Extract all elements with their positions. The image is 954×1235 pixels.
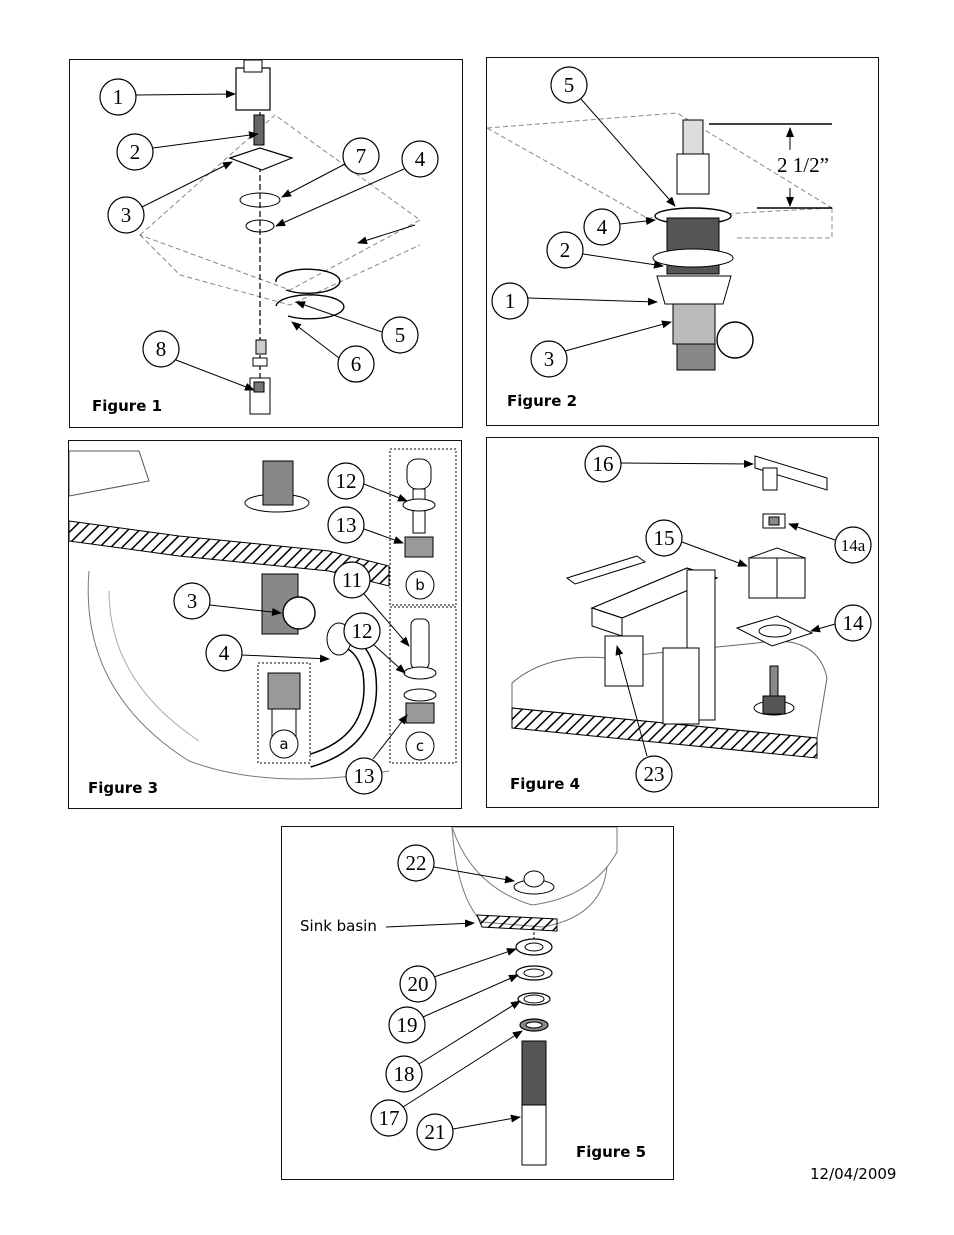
callout-12-c: 12 [343,612,406,674]
figure-2-diagram: 2 1/2” 5 4 2 1 3 [487,66,834,378]
callout-13-c: 13 [345,714,408,795]
callout-3: 3 [530,320,672,378]
callout-15: 15 [645,519,748,567]
inset-c-tag: c [405,731,435,761]
callout-3-label: 3 [544,347,555,371]
dimension-label: 2 1/2” [777,153,829,177]
callout-2: 2 [116,131,259,171]
callout-12-b-label: 12 [336,469,357,493]
callout-7-label: 7 [356,144,367,168]
callout-5: 5 [295,301,419,354]
inset-a-label: a [279,735,288,753]
callout-18: 18 [385,1000,521,1093]
callout-4: 4 [583,208,656,246]
document-date: 12/04/2009 [810,1165,897,1183]
figure-3-label: Figure 3 [88,779,159,797]
callout-5-label: 5 [564,73,575,97]
figure-3-diagram: a b c 12 13 [69,448,457,795]
figure-1-panel: 1 2 3 7 4 5 6 [69,59,463,428]
callout-16: 16 [584,445,754,483]
callout-14: 14 [810,604,872,642]
callout-11-label: 11 [342,568,362,592]
callout-11: 11 [333,561,410,647]
inset-b-tag: b [405,570,435,600]
figure-2-label: Figure 2 [507,392,578,410]
callout-18-label: 18 [394,1062,415,1086]
callout-4-label: 4 [597,215,608,239]
callout-17: 17 [370,1030,523,1137]
callout-13-b-label: 13 [336,513,357,537]
figure-4-panel: 16 14a 15 14 23 Figure 4 [486,437,879,808]
callout-6-label: 6 [351,352,362,376]
figure-5-label: Figure 5 [576,1143,647,1161]
callout-23: 23 [615,645,673,793]
callout-1-label: 1 [113,85,124,109]
callout-4-label: 4 [219,641,230,665]
callout-5: 5 [550,66,676,207]
sink-basin-label: Sink basin [300,917,377,935]
callout-20: 20 [399,948,517,1003]
callout-3-label: 3 [187,589,198,613]
callout-14a: 14a [788,523,872,564]
callout-19-label: 19 [397,1013,418,1037]
callout-14a-label: 14a [841,536,866,555]
figure-2-panel: 2 1/2” 5 4 2 1 3 Figure 2 [486,57,879,426]
callout-22-label: 22 [406,851,427,875]
callout-3: 3 [107,161,233,234]
callout-3: 3 [173,582,282,620]
inset-a-tag: a [269,729,299,759]
callout-19: 19 [388,974,519,1044]
figure-5-diagram: 22 20 19 18 17 21 [370,827,618,1166]
callout-17-label: 17 [379,1106,400,1130]
callout-12-b: 12 [327,462,408,502]
figure-4-label: Figure 4 [510,775,581,793]
callout-5-label: 5 [395,323,406,347]
callout-8: 8 [142,330,255,391]
figure-1-diagram: 1 2 3 7 4 5 6 [99,60,439,415]
callout-6: 6 [291,321,375,383]
callout-3-label: 3 [121,203,132,227]
callout-1: 1 [491,282,658,320]
callout-2-label: 2 [560,238,571,262]
callout-21-label: 21 [425,1120,446,1144]
callout-16-label: 16 [593,452,614,476]
callout-22: 22 [397,844,515,884]
callout-14-label: 14 [843,611,865,635]
callout-4: 4 [205,634,330,672]
callout-7: 7 [281,137,380,198]
inset-b-label: b [415,576,425,594]
callout-1-label: 1 [505,289,516,313]
callout-20-label: 20 [408,972,429,996]
callout-13-b: 13 [327,506,404,544]
callout-1: 1 [99,78,236,116]
callout-12-c-label: 12 [352,619,373,643]
callout-2: 2 [546,231,664,269]
inset-c-label: c [416,737,424,755]
figure-1-label: Figure 1 [92,397,163,415]
callout-8-label: 8 [156,337,167,361]
figure-3-panel: a b c 12 13 [68,440,462,809]
callout-15-label: 15 [654,526,675,550]
callout-23-label: 23 [644,762,665,786]
callout-4: 4 [275,140,439,227]
callout-21: 21 [416,1113,521,1151]
callout-2-label: 2 [130,140,141,164]
figure-5-panel: 22 20 19 18 17 21 Sink basin Fi [281,826,674,1180]
callout-4-label: 4 [415,147,426,171]
callout-13-c-label: 13 [354,764,375,788]
figure-4-diagram: 16 14a 15 14 23 [511,445,872,793]
